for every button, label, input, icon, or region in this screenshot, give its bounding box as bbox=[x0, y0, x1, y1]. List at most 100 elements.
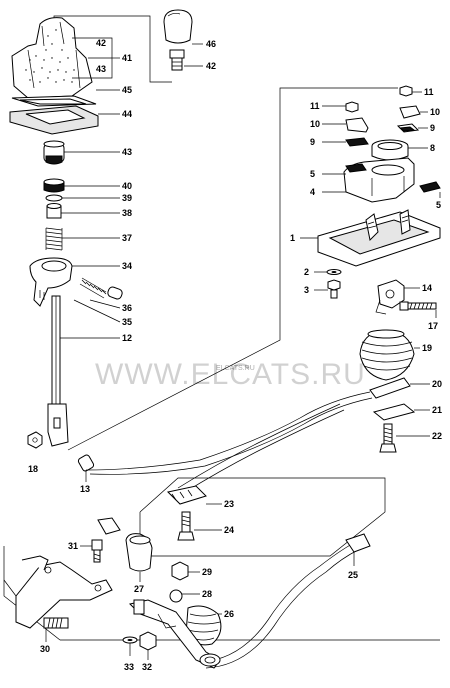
callout-21: 21 bbox=[432, 405, 442, 415]
bolt-31 bbox=[80, 539, 103, 563]
callout-30: 30 bbox=[40, 644, 50, 654]
callout-45: 45 bbox=[122, 85, 132, 95]
block-9-right bbox=[396, 123, 428, 133]
callout-39: 39 bbox=[122, 193, 132, 203]
spring-guide bbox=[46, 203, 120, 219]
callout-41: 41 bbox=[122, 53, 132, 63]
nut-32 bbox=[139, 631, 157, 660]
lever-nut bbox=[27, 431, 43, 449]
callout-11: 11 bbox=[424, 87, 434, 97]
cable-boot bbox=[359, 329, 420, 381]
shift-housing bbox=[300, 209, 441, 267]
callout-2: 2 bbox=[304, 267, 309, 277]
boot-frame bbox=[11, 89, 120, 107]
callout-13: 13 bbox=[80, 484, 90, 494]
slider-5-right bbox=[419, 181, 441, 198]
callout-22: 22 bbox=[432, 431, 442, 441]
circlip bbox=[45, 194, 120, 202]
lever-bushing bbox=[43, 140, 120, 165]
shift-cable-20 bbox=[85, 391, 373, 495]
guide-plate bbox=[322, 157, 415, 203]
callout-46: 46 bbox=[206, 39, 216, 49]
lever-ball-housing bbox=[29, 257, 120, 307]
bracket-bolt bbox=[399, 301, 437, 318]
callout-42: 42 bbox=[96, 38, 106, 48]
callout-28: 28 bbox=[202, 589, 212, 599]
callout-37: 37 bbox=[122, 233, 132, 243]
watermark-text: WWW.ELCATS.RU bbox=[95, 358, 366, 391]
callout-4: 4 bbox=[310, 187, 315, 197]
callout-5: 5 bbox=[436, 200, 441, 210]
callout-29: 29 bbox=[202, 567, 212, 577]
bolt-24 bbox=[177, 511, 222, 541]
callout-38: 38 bbox=[122, 208, 132, 218]
gear-knob bbox=[163, 9, 203, 71]
callout-17: 17 bbox=[428, 321, 438, 331]
callout-27: 27 bbox=[134, 584, 144, 594]
callout-1: 1 bbox=[290, 233, 295, 243]
washer-33 bbox=[122, 636, 138, 656]
ball-28 bbox=[169, 589, 200, 603]
callout-34: 34 bbox=[122, 261, 132, 271]
callout-18: 18 bbox=[28, 464, 38, 474]
clip-10-left bbox=[322, 117, 369, 133]
callout-5: 5 bbox=[310, 169, 315, 179]
cable-20-end bbox=[369, 377, 430, 399]
washer-2 bbox=[314, 269, 342, 275]
callout-42: 42 bbox=[206, 61, 216, 71]
callout-43: 43 bbox=[122, 147, 132, 157]
lever-arm-assembly bbox=[129, 599, 221, 669]
callout-12: 12 bbox=[122, 333, 132, 343]
watermark-small-text: ELCATS.RU bbox=[216, 365, 255, 372]
detent-pin bbox=[107, 286, 123, 300]
callout-40: 40 bbox=[122, 181, 132, 191]
top-nut-left bbox=[322, 101, 359, 113]
callout-10: 10 bbox=[430, 107, 440, 117]
selector-cable-25 bbox=[199, 533, 371, 669]
clip-10-right bbox=[399, 105, 428, 119]
callout-8: 8 bbox=[430, 143, 435, 153]
callout-9: 9 bbox=[430, 123, 435, 133]
cable-clamp-23 bbox=[166, 485, 222, 505]
detent-spring bbox=[79, 277, 107, 299]
callout-3: 3 bbox=[304, 285, 309, 295]
callout-33: 33 bbox=[124, 662, 134, 672]
callout-26: 26 bbox=[224, 609, 234, 619]
top-nut-right bbox=[399, 85, 422, 97]
callout-23: 23 bbox=[224, 499, 234, 509]
callout-35: 35 bbox=[122, 317, 132, 327]
callout-43: 43 bbox=[96, 64, 106, 74]
callout-24: 24 bbox=[224, 525, 234, 535]
bushing-27 bbox=[97, 517, 153, 582]
callout-20: 20 bbox=[432, 379, 442, 389]
slider-5-left bbox=[322, 163, 367, 175]
guide-bush bbox=[77, 454, 95, 482]
pivot-bracket bbox=[375, 279, 420, 315]
callout-36: 36 bbox=[122, 303, 132, 313]
callout-32: 32 bbox=[142, 662, 152, 672]
guide-ring bbox=[371, 139, 428, 161]
callout-31: 31 bbox=[68, 541, 78, 551]
bolt-3 bbox=[314, 279, 341, 299]
cable-clamp-21 bbox=[372, 403, 430, 421]
shift-boot bbox=[11, 17, 120, 99]
compression-spring bbox=[45, 227, 120, 251]
stud-30 bbox=[43, 617, 69, 642]
callout-10: 10 bbox=[310, 119, 320, 129]
nut-29 bbox=[171, 561, 200, 581]
callout-25: 25 bbox=[348, 570, 358, 580]
callout-9: 9 bbox=[310, 137, 315, 147]
callout-14: 14 bbox=[422, 283, 432, 293]
callout-11: 11 bbox=[310, 101, 320, 111]
pivot-bracket-30 bbox=[3, 555, 113, 629]
shift-lever bbox=[47, 295, 120, 447]
callout-labels: 46 42 41 43 42 45 44 43 40 39 38 37 34 3… bbox=[28, 38, 442, 672]
trim-plate bbox=[9, 105, 120, 135]
callout-44: 44 bbox=[122, 109, 132, 119]
block-9-left bbox=[322, 137, 369, 147]
bolt-22 bbox=[379, 423, 430, 453]
callout-19: 19 bbox=[422, 343, 432, 353]
ball-seat bbox=[43, 178, 120, 193]
